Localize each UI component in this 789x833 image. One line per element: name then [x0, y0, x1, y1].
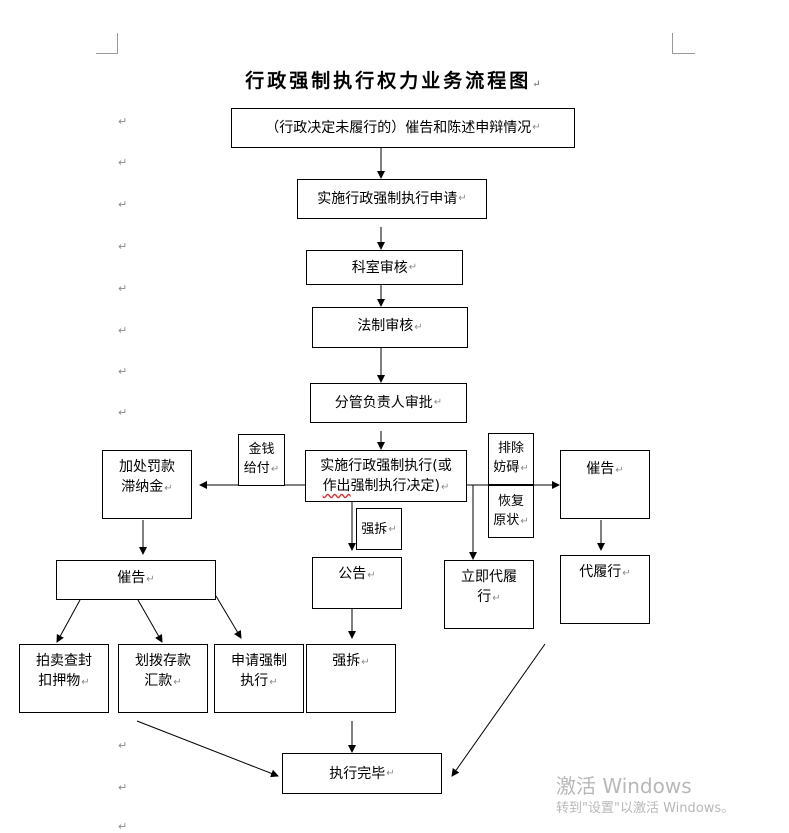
box-substitute: 代履行↵	[560, 555, 650, 624]
box-court: 申请强制 执行↵	[214, 644, 304, 713]
box-urge-left: 催告↵	[56, 560, 216, 600]
paragraph-mark: ↵	[118, 820, 128, 833]
box-money-payment: 金钱 给付↵	[238, 434, 285, 486]
paragraph-mark: ↵	[118, 406, 128, 419]
paragraph-mark: ↵	[118, 282, 128, 295]
box-execute: 实施行政强制执行(或 作出强制执行决定)↵	[305, 450, 467, 502]
paragraph-mark: ↵	[118, 739, 128, 752]
box-immediate-substitute: 立即代履 行↵	[444, 560, 534, 629]
box-complete: 执行完毕↵	[282, 753, 442, 794]
paragraph-mark: ↵	[118, 324, 128, 337]
box-dept-review: 科室审核↵	[306, 250, 463, 285]
paragraph-mark: ↵	[118, 781, 128, 794]
arrow-urge-to-transfer	[137, 599, 163, 643]
arrow-urge-to-auction	[56, 599, 81, 643]
arrow-urge-to-court	[215, 595, 242, 639]
box-demolish-label: 强拆↵	[356, 508, 402, 550]
box-restore: 恢复 原状↵	[488, 485, 534, 538]
box-transfer: 划拨存款 汇款↵	[118, 644, 208, 713]
box-start: （行政决定未履行的）催告和陈述申辩情况↵	[231, 108, 575, 148]
box-demolish: 强拆↵	[306, 644, 396, 713]
page-title: 行政强制执行权力业务流程图↵	[245, 70, 544, 92]
paragraph-mark: ↵	[118, 198, 128, 211]
activation-watermark-hint: 转到"设置"以激活 Windows。	[556, 801, 735, 816]
paragraph-mark: ↵	[118, 365, 128, 378]
activation-watermark-title: 激活 Windows	[556, 774, 692, 798]
box-legal-review: 法制审核↵	[312, 307, 468, 348]
arrow-immediate-to-complete	[451, 643, 546, 777]
box-announce: 公告↵	[312, 557, 402, 609]
box-approval: 分管负责人审批↵	[310, 383, 467, 423]
crop-mark-top-right	[672, 33, 695, 54]
box-remove-obstacle: 排除 妨碍↵	[488, 433, 534, 485]
box-apply: 实施行政强制执行申请↵	[297, 179, 487, 219]
paragraph-mark: ↵	[118, 240, 128, 253]
arrow-auction-to-complete	[136, 720, 279, 778]
box-urge-right: 催告↵	[560, 450, 650, 519]
box-penalty: 加处罚款 滞纳金↵	[102, 450, 192, 519]
crop-mark-top-left	[96, 33, 118, 54]
paragraph-mark: ↵	[118, 115, 128, 128]
paragraph-mark: ↵	[118, 156, 128, 169]
box-auction: 拍卖查封 扣押物↵	[19, 644, 109, 713]
